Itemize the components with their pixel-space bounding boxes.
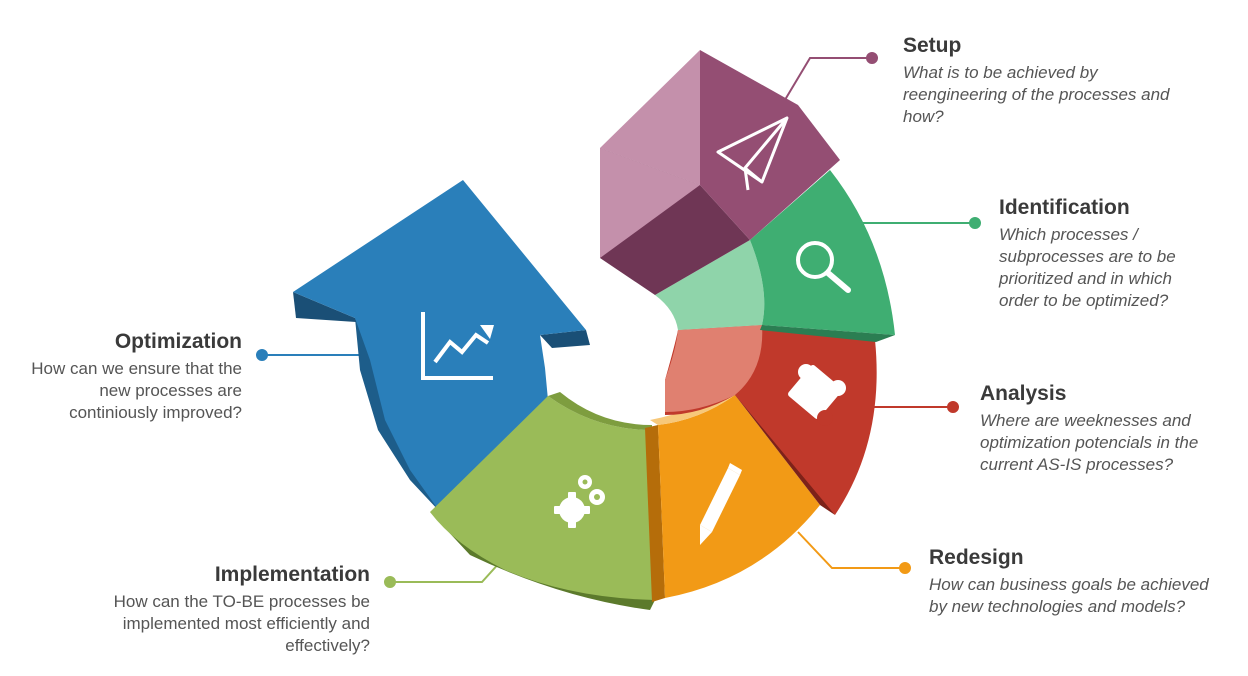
setup-title: Setup xyxy=(903,34,962,57)
paper-plane-icon xyxy=(716,116,789,191)
label-implementation: Implementation How can the TO-BE process… xyxy=(70,563,370,657)
segment-setup xyxy=(600,50,840,295)
redesign-title: Redesign xyxy=(929,546,1024,569)
identification-description: Which processes / subprocesses are to be… xyxy=(999,225,1176,310)
analysis-title: Analysis xyxy=(980,382,1067,405)
connector-redesign xyxy=(797,531,911,574)
connector-identification xyxy=(860,217,981,229)
segment-identification xyxy=(655,170,895,342)
segment-optimization xyxy=(293,180,590,512)
implementation-description: How can the TO-BE processes be implement… xyxy=(113,592,370,655)
label-analysis: Analysis Where are weeknesses and optimi… xyxy=(980,382,1230,476)
label-identification: Identification Which processes / subproc… xyxy=(999,196,1229,312)
trend-chart-icon xyxy=(421,312,494,380)
analysis-description: Where are weeknesses and optimization po… xyxy=(980,411,1199,474)
label-setup: Setup What is to be achieved by reengine… xyxy=(903,34,1223,128)
label-redesign: Redesign How can business goals be achie… xyxy=(929,546,1229,618)
segment-analysis xyxy=(665,325,877,515)
magnifier-icon xyxy=(796,241,851,293)
identification-title: Identification xyxy=(999,196,1130,219)
gears-icon xyxy=(554,475,605,528)
setup-description: What is to be achieved by reengineering … xyxy=(903,63,1170,126)
segment-redesign xyxy=(645,388,820,602)
connector-analysis xyxy=(870,401,959,413)
pencil-icon xyxy=(700,463,742,545)
optimization-title: Optimization xyxy=(114,330,242,353)
label-optimization: Optimization How can we ensure that the … xyxy=(20,330,242,424)
implementation-title: Implementation xyxy=(214,563,370,586)
optimization-description: How can we ensure that the new processes… xyxy=(31,359,242,422)
redesign-description: How can business goals be achieved by ne… xyxy=(929,575,1209,616)
puzzle-piece-icon xyxy=(788,364,846,426)
segment-implementation xyxy=(430,392,655,610)
